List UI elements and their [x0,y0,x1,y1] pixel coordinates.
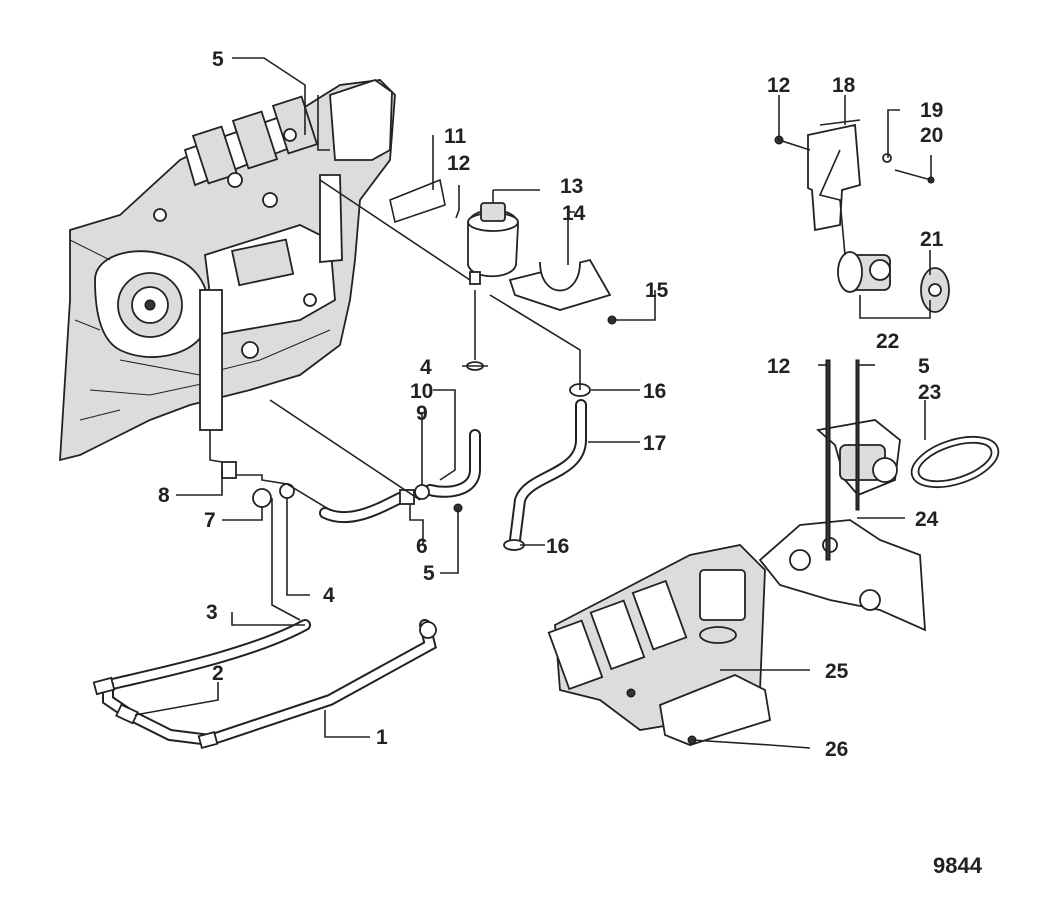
callout-5a: 5 [212,48,224,71]
callout-23: 23 [918,381,941,404]
callout-17: 17 [643,432,666,455]
callout-21: 21 [920,228,944,251]
callout-5c: 5 [918,355,930,378]
callout-10: 10 [410,380,433,403]
callout-3: 3 [206,601,218,624]
callout-2: 2 [212,662,224,685]
callout-24: 24 [915,508,939,531]
callout-11: 11 [444,125,467,148]
callout-18: 18 [832,74,856,97]
leader-lines [134,57,932,749]
callout-12c: 12 [767,355,790,378]
callout-25: 25 [825,660,849,683]
callout-12b: 12 [767,74,790,97]
callout-15: 15 [645,279,669,302]
callout-7: 7 [204,509,216,532]
engine-assembly-illustration [59,79,396,462]
callout-12a: 12 [447,152,470,175]
callout-20: 20 [920,124,943,147]
callout-26: 26 [825,738,848,761]
return-hose-illustration [503,399,587,551]
callout-6: 6 [416,535,428,558]
reservoir-assembly-illustration [467,202,617,325]
callout-13: 13 [560,175,583,198]
callout-1: 1 [376,726,388,749]
lower-engine-illustration [547,544,772,746]
cooler-lines-illustration [92,619,437,749]
hose-assembly-illustration [221,361,591,524]
callout-4a: 4 [420,356,432,379]
power-steering-pump-illustration [774,123,950,313]
callout-8: 8 [158,484,170,507]
callout-19: 19 [920,99,943,122]
callout-labels: 5 11 12 13 14 15 4 10 9 16 17 8 7 6 5 16… [158,48,944,761]
callout-14: 14 [562,202,586,225]
callout-9: 9 [416,402,428,425]
callout-16b: 16 [546,535,569,558]
figure-number: 9844 [933,853,983,878]
callout-16a: 16 [643,380,666,403]
callout-5b: 5 [423,562,435,585]
callout-4b: 4 [323,584,335,607]
pump-bracket-illustration [758,359,1000,632]
callout-22: 22 [876,330,899,353]
